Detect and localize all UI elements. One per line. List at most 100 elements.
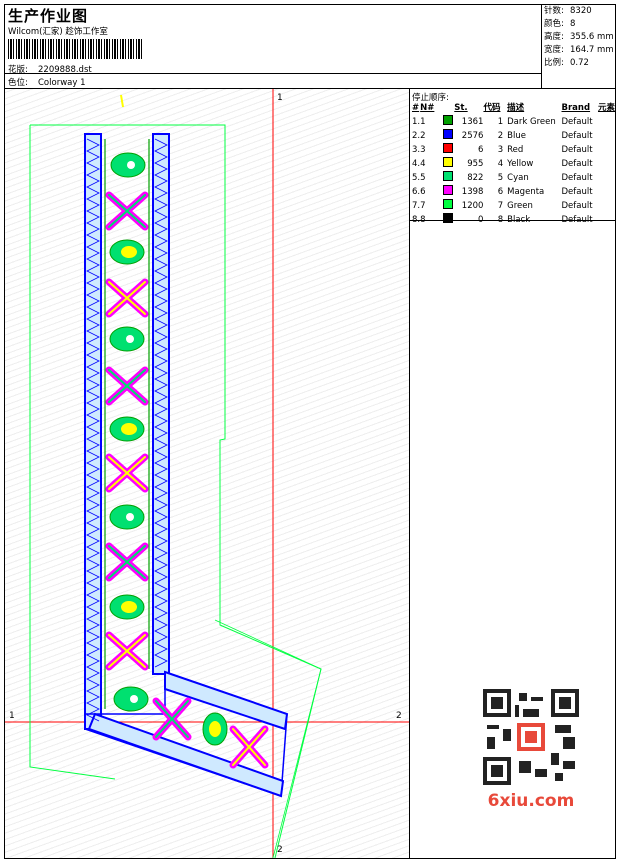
row-element bbox=[598, 157, 615, 171]
watermark: 6xiu.com bbox=[477, 685, 585, 818]
stat-value: 355.6 mm bbox=[570, 32, 614, 42]
row-description: Green bbox=[507, 200, 533, 211]
row-code: 5 bbox=[497, 172, 504, 183]
row-swatch bbox=[441, 143, 454, 157]
row-brand: Default bbox=[561, 172, 593, 183]
stat-label: 颜色: bbox=[544, 19, 564, 29]
col-header: # bbox=[412, 103, 420, 113]
row-brand: Default bbox=[561, 130, 593, 141]
row-index: 6. bbox=[412, 186, 421, 197]
row-swatch bbox=[441, 115, 454, 129]
color-swatch bbox=[443, 129, 454, 139]
row-description: Yellow bbox=[507, 158, 534, 169]
row-index: 3. bbox=[412, 144, 421, 155]
col-header-swatch bbox=[441, 102, 454, 115]
colorway-label: 色位: bbox=[8, 78, 28, 88]
row-description: Magenta bbox=[507, 186, 545, 197]
company-name: Wilcom(汇家) 趁饰工作室 bbox=[8, 27, 108, 37]
stat-label: 宽度: bbox=[544, 45, 564, 55]
row-stitches: 6 bbox=[478, 144, 484, 155]
row-brand: Default bbox=[561, 116, 593, 127]
row-brand: Default bbox=[561, 158, 593, 169]
row-code: 6 bbox=[497, 186, 504, 197]
row-swatch bbox=[441, 129, 454, 143]
pattern-value: 2209888.dst bbox=[38, 65, 92, 75]
row-index: 1. bbox=[412, 116, 421, 127]
col-header: 描述 bbox=[507, 103, 525, 113]
row-index: 5. bbox=[412, 172, 421, 183]
color-swatch bbox=[443, 213, 454, 223]
row-code: 2 bbox=[497, 130, 504, 141]
row-needle: 2 bbox=[420, 130, 426, 141]
bottom-band-lower bbox=[87, 712, 285, 798]
row-element bbox=[598, 115, 615, 129]
table-header-row: # N# St. 代码 描述 Brand 元素 bbox=[412, 102, 615, 115]
stat-row: 高度:355.6 mm bbox=[542, 31, 615, 44]
row-index: 8. bbox=[412, 214, 421, 225]
stop-sequence-title: 停止顺序: bbox=[412, 93, 449, 103]
color-swatch bbox=[443, 199, 454, 209]
row-index: 2. bbox=[412, 130, 421, 141]
pattern-label: 花版: bbox=[8, 65, 28, 75]
stat-label: 针数: bbox=[544, 6, 564, 16]
row-code: 8 bbox=[497, 214, 504, 225]
stat-row: 颜色:8 bbox=[542, 18, 615, 31]
stat-label: 比例: bbox=[544, 58, 564, 68]
col-header: Brand bbox=[561, 103, 591, 113]
row-description: Blue bbox=[507, 130, 526, 141]
vine-lines bbox=[104, 139, 150, 709]
row-needle: 8 bbox=[420, 214, 426, 225]
color-swatch bbox=[443, 143, 454, 153]
row-stitches: 1398 bbox=[461, 186, 484, 197]
row-needle: 5 bbox=[420, 172, 426, 183]
row-description: Red bbox=[507, 144, 524, 155]
row-stitches: 2576 bbox=[461, 130, 484, 141]
colorway-value: Colorway 1 bbox=[38, 78, 86, 88]
row-element bbox=[598, 143, 615, 157]
row-stitches: 822 bbox=[467, 172, 484, 183]
row-brand: Default bbox=[561, 214, 593, 225]
embroidery-preview bbox=[5, 89, 409, 858]
watermark-site: 6xiu.com bbox=[487, 791, 575, 811]
pattern-line: 花版: 2209888.dst bbox=[8, 63, 92, 75]
axis-marker-left: 1 bbox=[9, 711, 15, 721]
colorway-line: 色位: Colorway 1 bbox=[8, 76, 86, 88]
design-canvas[interactable]: 1 2 1 2 bbox=[5, 89, 410, 858]
row-code: 7 bbox=[497, 200, 504, 211]
color-swatch bbox=[443, 185, 454, 195]
col-header: 元素 bbox=[597, 103, 615, 113]
row-needle: 1 bbox=[420, 116, 426, 127]
row-brand: Default bbox=[561, 200, 593, 211]
row-swatch bbox=[441, 185, 454, 199]
row-description: Black bbox=[507, 214, 531, 225]
color-swatch bbox=[443, 157, 454, 167]
col-header: 代码 bbox=[483, 103, 501, 113]
row-needle: 7 bbox=[420, 200, 426, 211]
row-element bbox=[598, 199, 615, 213]
row-code: 4 bbox=[497, 158, 504, 169]
barcode bbox=[8, 39, 143, 59]
outline-right bbox=[214, 619, 322, 858]
bottom-band-upper bbox=[164, 670, 289, 731]
row-element bbox=[598, 185, 615, 199]
stat-row: 宽度:164.7 mm bbox=[542, 44, 615, 57]
row-index: 7. bbox=[412, 200, 421, 211]
col-header: St. bbox=[454, 103, 468, 113]
row-element bbox=[598, 171, 615, 185]
teardrop-motifs bbox=[109, 152, 228, 746]
row-swatch bbox=[441, 157, 454, 171]
axis-marker-top: 1 bbox=[277, 93, 283, 103]
start-marker bbox=[120, 94, 124, 108]
page-title: 生产作业图 bbox=[8, 7, 89, 25]
row-index: 4. bbox=[412, 158, 421, 169]
